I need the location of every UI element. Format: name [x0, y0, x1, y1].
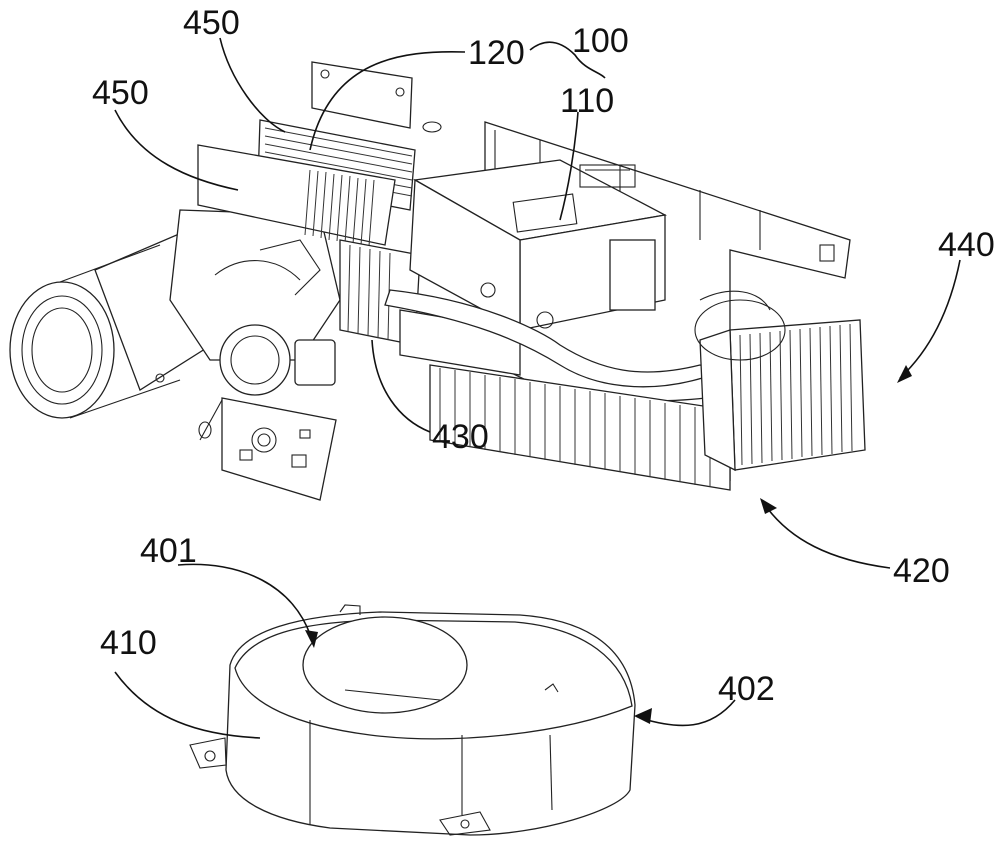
heatsink-440: [694, 299, 866, 472]
label-410: 410: [100, 624, 157, 662]
label-430: 430: [432, 418, 489, 456]
label-420: 420: [893, 552, 950, 590]
blower-fan-410: [189, 604, 636, 836]
label-450-upper: 450: [183, 4, 240, 42]
sensor-pcb: [221, 397, 337, 501]
label-100: 100: [572, 22, 629, 60]
reference-labels: 450 450 120 100 110 440 430 420 401 410 …: [92, 4, 995, 708]
label-402: 402: [718, 670, 775, 708]
label-120: 120: [468, 34, 525, 72]
leader-lines: [114, 37, 961, 739]
label-110: 110: [560, 82, 614, 120]
projection-lens: [9, 224, 236, 419]
top-mounting-plate: [311, 61, 442, 133]
label-450-lower: 450: [92, 74, 149, 112]
dmd-module-110: [399, 159, 668, 376]
label-440: 440: [938, 226, 995, 264]
label-401: 401: [140, 532, 197, 570]
lens-focus-mechanism: [169, 209, 341, 441]
optical-engine-assembly: [9, 61, 866, 501]
heatsink-450-front: [197, 144, 396, 247]
heatsink-420: [429, 364, 731, 491]
